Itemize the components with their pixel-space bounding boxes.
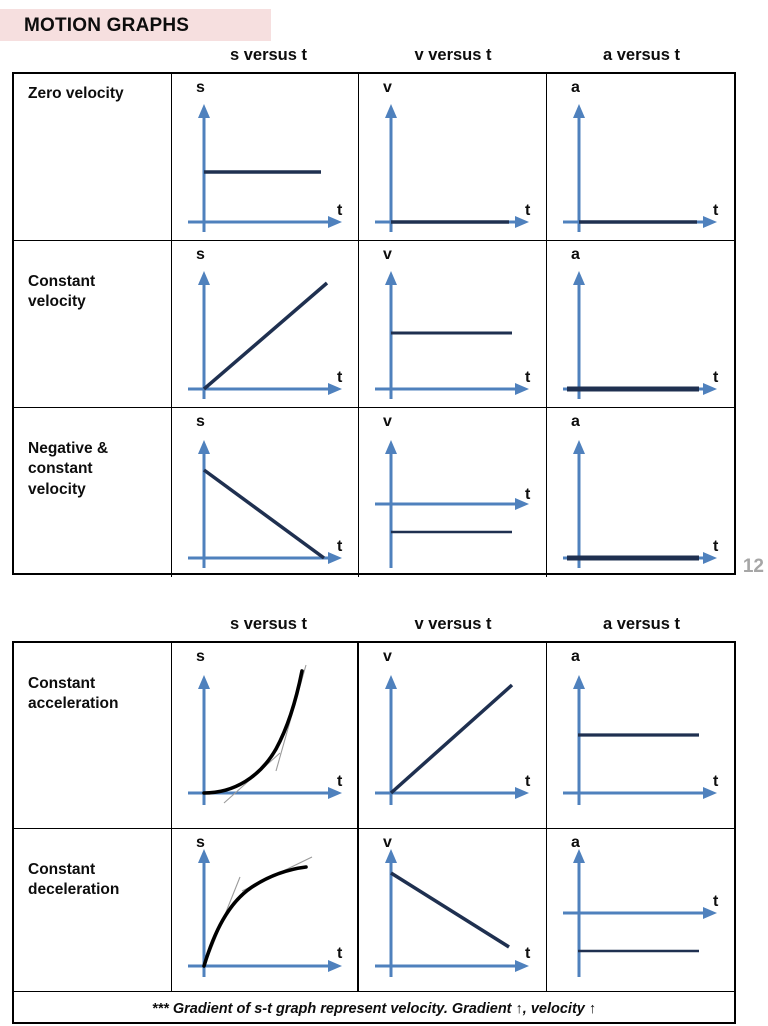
axis-label-t: t <box>713 538 719 555</box>
axis-label-t: t <box>525 486 531 503</box>
axis-label-s: s <box>196 834 205 851</box>
axis-label-s: s <box>196 79 205 96</box>
graph-cell-constant-acceleration-v-t: v t <box>359 643 547 828</box>
table1-header-s-versus-t: s versus t <box>229 46 308 64</box>
table2-header-a-versus-t: a versus t <box>602 615 681 633</box>
row-label-constant-acceleration: Constant acceleration <box>14 643 172 828</box>
plot-zero-velocity-a-t <box>563 104 717 232</box>
footnote-text: *** Gradient of s-t graph represent velo… <box>151 1001 597 1017</box>
graph-cell-negative-velocity-s-t: s t <box>172 408 359 577</box>
plot-negative-velocity-s-t <box>188 440 342 568</box>
plot-constant-deceleration-v-t <box>375 849 529 977</box>
plot-constant-deceleration-s-t <box>188 849 342 977</box>
axis-label-t: t <box>337 945 343 962</box>
axis-label-t: t <box>713 369 719 386</box>
plot-negative-velocity-v-t <box>375 440 529 568</box>
graph-cell-constant-velocity-v-t: v t <box>359 241 547 407</box>
axis-label-t: t <box>525 369 531 386</box>
axis-label-t: t <box>713 893 719 910</box>
axis-label-t: t <box>337 369 343 386</box>
axis-label-v: v <box>383 648 392 665</box>
row-label-text: Negative & constant velocity <box>28 439 109 498</box>
axis-label-t: t <box>713 202 719 219</box>
graph-cell-constant-velocity-a-t: a t <box>547 241 734 407</box>
title-banner <box>0 9 271 41</box>
table-row-constant-deceleration: Constant deceleration s t v t <box>14 829 734 992</box>
axis-label-v: v <box>383 79 392 96</box>
plot-zero-velocity-s-t <box>188 104 342 232</box>
axis-label-a: a <box>571 648 580 665</box>
axis-label-v: v <box>383 834 392 851</box>
row-label-constant-deceleration: Constant deceleration <box>14 829 172 991</box>
plot-zero-velocity-v-t <box>375 104 529 232</box>
axis-label-t: t <box>713 773 719 790</box>
axis-label-v: v <box>383 413 392 430</box>
graph-cell-constant-deceleration-v-t: v t <box>359 829 547 991</box>
axis-label-t: t <box>525 202 531 219</box>
graph-cell-zero-velocity-s-t: s t <box>172 74 359 240</box>
axis-label-t: t <box>525 773 531 790</box>
axis-label-t: t <box>525 945 531 962</box>
motion-graphs-table-2: Constant acceleration s t v t <box>12 641 736 1024</box>
graph-cell-constant-velocity-s-t: s t <box>172 241 359 407</box>
row-label-constant-velocity: Constant velocity <box>14 241 172 407</box>
graph-cell-constant-deceleration-s-t: s t <box>172 829 359 991</box>
row-label-zero-velocity: Zero velocity <box>14 74 172 240</box>
axis-label-a: a <box>571 246 580 263</box>
table-row-zero-velocity: Zero velocity s t v t <box>14 74 734 241</box>
row-label-text: Constant acceleration <box>28 674 119 713</box>
graph-cell-constant-acceleration-a-t: a t <box>547 643 734 828</box>
page-title: MOTION GRAPHS <box>24 15 190 36</box>
row-label-text: Constant deceleration <box>28 860 120 899</box>
plot-constant-velocity-v-t <box>375 271 529 399</box>
axis-label-v: v <box>383 246 392 263</box>
graph-cell-constant-deceleration-a-t: a t <box>547 829 734 991</box>
graph-cell-constant-acceleration-s-t: s t <box>172 643 359 828</box>
row-label-negative-constant-velocity: Negative & constant velocity <box>14 408 172 577</box>
axis-label-a: a <box>571 79 580 96</box>
axis-label-a: a <box>571 834 580 851</box>
axis-label-s: s <box>196 413 205 430</box>
table2-header-v-versus-t: v versus t <box>414 615 492 633</box>
table2-header-s-versus-t: s versus t <box>229 615 308 633</box>
graph-cell-zero-velocity-a-t: a t <box>547 74 734 240</box>
plot-constant-velocity-s-t <box>188 271 342 399</box>
axis-label-s: s <box>196 648 205 665</box>
row-label-text: Zero velocity <box>28 85 124 102</box>
table-row-footnote: *** Gradient of s-t graph represent velo… <box>14 992 734 1026</box>
graph-cell-negative-velocity-v-t: v t <box>359 408 547 577</box>
table1-header-v-versus-t: v versus t <box>414 46 492 64</box>
plot-constant-velocity-a-t <box>563 271 717 399</box>
graph-cell-negative-velocity-a-t: a t <box>547 408 734 577</box>
axis-label-t: t <box>337 538 343 555</box>
axis-label-s: s <box>196 246 205 263</box>
page-number: 12 <box>742 556 764 577</box>
table-row-constant-velocity: Constant velocity s t v t <box>14 241 734 408</box>
motion-graphs-table-1: Zero velocity s t v t <box>12 72 736 577</box>
plot-constant-acceleration-s-t <box>188 664 342 805</box>
table-row-negative-constant-velocity: Negative & constant velocity s t v t <box>14 408 734 577</box>
axis-label-t: t <box>337 202 343 219</box>
graph-cell-zero-velocity-v-t: v t <box>359 74 547 240</box>
axis-label-t: t <box>337 773 343 790</box>
plot-negative-velocity-a-t <box>563 440 717 568</box>
plot-constant-acceleration-v-t <box>375 675 529 805</box>
table-row-constant-acceleration: Constant acceleration s t v t <box>14 643 734 829</box>
axis-label-a: a <box>571 413 580 430</box>
plot-constant-acceleration-a-t <box>563 675 717 805</box>
table1-header-a-versus-t: a versus t <box>602 46 681 64</box>
plot-constant-deceleration-a-t <box>563 849 717 977</box>
row-label-text: Constant velocity <box>28 272 96 311</box>
